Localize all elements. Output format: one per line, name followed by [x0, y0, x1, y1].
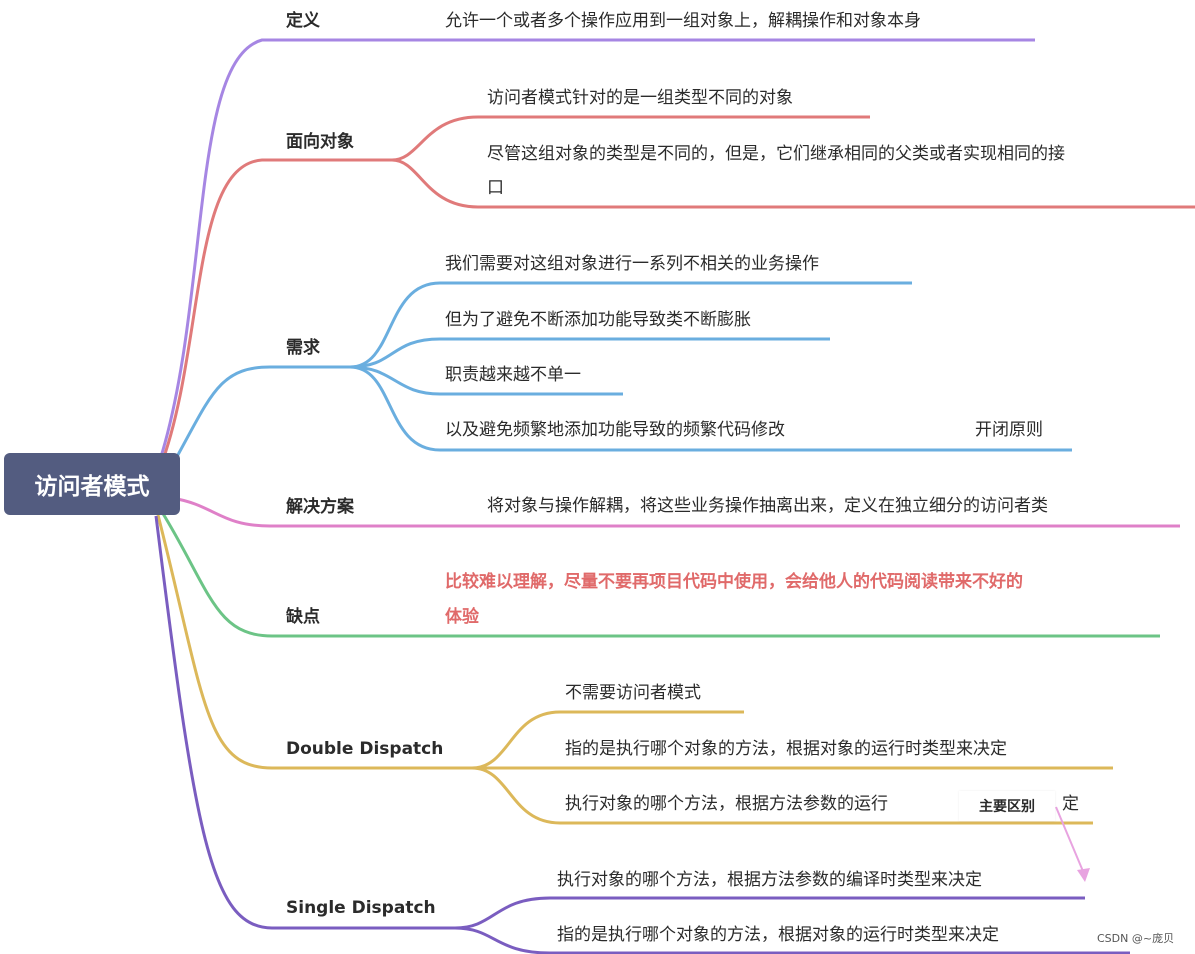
branch-oop-label[interactable]: 面向对象: [286, 132, 354, 152]
edge-dd-item-1: [471, 710, 744, 770]
edge-drawback: [160, 511, 1160, 638]
edge-needs: [163, 365, 350, 479]
branch-double-dispatch-label[interactable]: Double Dispatch: [286, 739, 444, 759]
edge-sd-item-1: [454, 896, 1085, 930]
needs-item-3: 职责越来越不单一: [445, 365, 581, 385]
watermark: CSDN @~庞贝: [1097, 932, 1175, 945]
drawback-text-line-2: 体验: [445, 607, 479, 627]
annotation-arrowhead: [1077, 868, 1090, 882]
branch-drawback-label[interactable]: 缺点: [286, 607, 320, 627]
needs-item-2: 但为了避免不断添加功能导致类不断膨胀: [445, 310, 751, 330]
branch-single-dispatch-label[interactable]: Single Dispatch: [286, 898, 436, 918]
sd-item-1: 执行对象的哪个方法，根据方法参数的编译时类型来决定: [557, 870, 982, 890]
edge-sd-item-2: [454, 926, 1130, 954]
edge-double-dispatch: [156, 514, 472, 770]
oop-item-2-wrap: 口: [487, 178, 504, 198]
edge-oop-item-1: [391, 115, 870, 162]
root-node[interactable]: 访问者模式: [4, 453, 180, 515]
dd-item-1: 不需要访问者模式: [565, 683, 701, 703]
branch-needs-label[interactable]: 需求: [286, 338, 320, 358]
annotation-arrow: [1055, 806, 1086, 877]
edge-dd-item-3: [471, 766, 1093, 825]
needs-item-4-extra: 开闭原则: [975, 420, 1043, 440]
annotation-main-difference[interactable]: 主要区别: [959, 791, 1055, 821]
dd-item-2: 指的是执行哪个对象的方法，根据对象的运行时类型来决定: [565, 739, 1007, 759]
dd-item-3-tail: 定: [1062, 794, 1079, 814]
oop-item-1: 访问者模式针对的是一组类型不同的对象: [487, 88, 793, 108]
edge-oop: [158, 158, 392, 469]
edge-needs-item-4: [349, 365, 1072, 452]
edge-oop-item-2: [391, 158, 1195, 209]
oop-item-2: 尽管这组对象的类型是不同的，但是，它们继承相同的父类或者实现相同的接: [487, 144, 1065, 164]
solution-text: 将对象与操作解耦，将这些业务操作抽离出来，定义在独立细分的访问者类: [487, 496, 1048, 516]
edge-single-dispatch: [154, 515, 455, 930]
dd-item-3: 执行对象的哪个方法，根据方法参数的运行: [565, 794, 888, 814]
edge-solution: [171, 496, 1180, 528]
sd-item-2: 指的是执行哪个对象的方法，根据对象的运行时类型来决定: [557, 925, 999, 945]
branch-definition-label[interactable]: 定义: [286, 11, 320, 31]
edge-definition: [158, 38, 1035, 461]
drawback-text-line-1: 比较难以理解，尽量不要再项目代码中使用，会给他人的代码阅读带来不好的: [445, 572, 1023, 592]
definition-text: 允许一个或者多个操作应用到一组对象上，解耦操作和对象本身: [445, 11, 921, 31]
edge-needs-item-3: [349, 365, 623, 396]
branch-solution-label[interactable]: 解决方案: [286, 497, 354, 517]
needs-item-1: 我们需要对这组对象进行一系列不相关的业务操作: [445, 254, 819, 274]
edge-needs-item-1: [349, 281, 912, 369]
needs-item-4: 以及避免频繁地添加功能导致的频繁代码修改: [445, 420, 785, 440]
edge-needs-item-2: [349, 337, 830, 369]
